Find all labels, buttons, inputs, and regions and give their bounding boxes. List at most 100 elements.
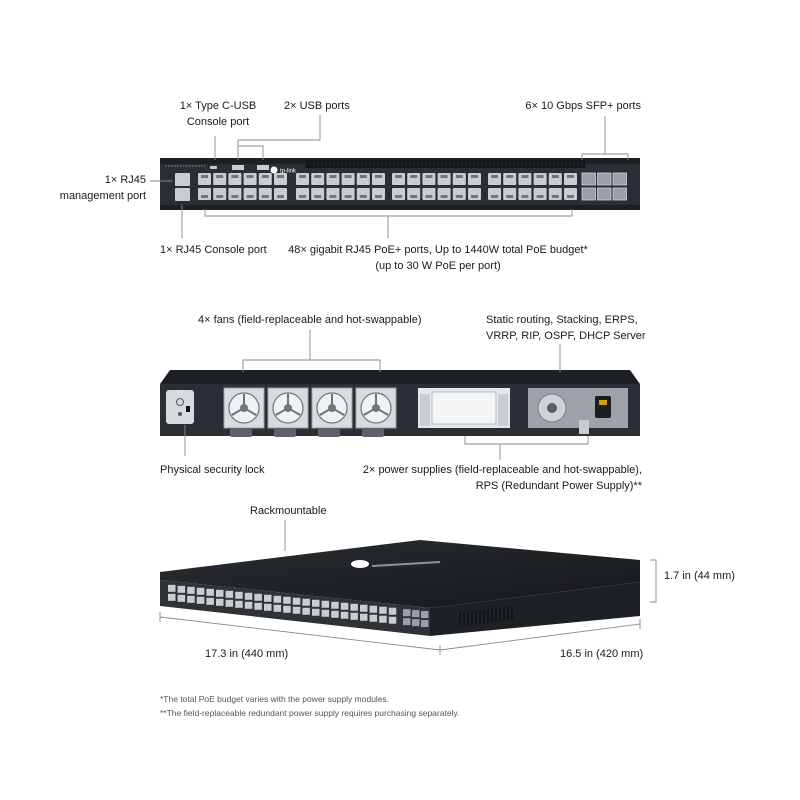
perspective-port-29 [302,598,310,606]
rj45-port-7 [243,173,257,185]
front-callout-lines [150,115,629,238]
rj45-console-port [175,188,190,201]
label-power-supplies: 2× power supplies (field-replaceable and… [362,464,642,492]
dimension-depth: 16.5 in (420 mm) [560,648,644,660]
fan-hub [372,404,380,412]
perspective-port-12 [216,598,224,606]
rj45-port-40 [503,188,517,200]
rj45-port-46 [548,188,562,200]
rj45-port-27 [407,173,421,185]
rj45-port-12 [274,188,287,200]
usb-port-1 [232,165,244,170]
fan-hub [328,404,336,412]
rj45-port-tab [329,195,337,198]
security-lock-slot [186,406,190,412]
rj45-port-2 [198,188,211,200]
perspective-port-3 [177,585,186,593]
rj45-port-tab [277,195,284,198]
perspective-port-6 [187,595,195,603]
label-rackmountable: Rackmountable [250,505,327,517]
rj45-port-20 [341,188,355,200]
rj45-port-tab [395,195,402,198]
perspective-port-5 [187,586,195,594]
perspective-port-4 [177,594,186,602]
rj45-port-tab [216,195,224,198]
rj45-port-26 [392,188,405,200]
rj45-port-4 [213,188,227,200]
rj45-port-14 [296,188,309,200]
perspective-port-16 [235,600,243,608]
rj45-port-29 [422,173,436,185]
usb-port-2 [257,165,269,170]
sfp-port-6 [612,187,627,201]
perspective-sfp-3 [412,610,420,618]
fan-handle [274,428,296,437]
rj45-port-37 [488,173,501,185]
rj45-port-tab [536,195,544,198]
rj45-port-tab [551,175,559,178]
footnote-poe-budget: *The total PoE budget varies with the po… [160,694,390,704]
rj45-port-tab [201,195,208,198]
power-supply-module [528,388,628,434]
rj45-port-tab [551,195,559,198]
perspective-port-11 [216,589,224,597]
rj45-port-tab [521,195,529,198]
logo-text: tp-link [280,169,297,175]
front-sfp-ports [581,172,627,201]
perspective-sfp-4 [412,619,420,627]
perspective-port-46 [379,615,387,623]
perspective-port-30 [302,607,310,615]
perspective-port-21 [264,594,272,602]
rj45-port-tab [410,175,418,178]
perspective-port-37 [340,602,349,610]
power-inlet [595,396,611,418]
front-logo: tp-link [270,166,297,175]
rj45-port-tab [455,195,463,198]
rj45-port-39 [503,173,517,185]
perspective-port-15 [235,591,243,599]
perspective-port-22 [264,603,272,611]
perspective-logo [351,560,441,568]
rj45-port-35 [468,173,481,185]
rj45-port-tab [425,175,433,178]
perspective-port-33 [321,600,330,608]
rj45-port-41 [518,173,532,185]
rj45-port-tab [375,175,382,178]
rj45-port-24 [372,188,385,200]
perspective-port-40 [350,612,358,620]
perspective-port-26 [283,605,291,613]
label-sfp-ports: 6× 10 Gbps SFP+ ports [525,100,641,112]
rj45-port-tab [299,195,306,198]
perspective-port-41 [360,604,368,612]
rj45-port-tab [471,195,478,198]
perspective-port-25 [283,596,291,604]
rj45-port-tab [277,175,284,178]
fan-hub [284,404,292,412]
rj45-port-44 [533,188,547,200]
rj45-port-36 [468,188,481,200]
perspective-port-34 [321,609,330,617]
perspective-port-23 [273,595,282,603]
rj45-port-6 [228,188,242,200]
perspective-side [430,582,640,636]
fan-handle [318,428,340,437]
rj45-port-31 [437,173,451,185]
rj45-port-tab [440,195,448,198]
rj45-port-tab [567,175,574,178]
rj45-port-48 [564,188,577,200]
sfp-port-3 [597,172,612,186]
rj45-port-tab [506,195,514,198]
fan-modules [223,387,397,437]
rj45-port-34 [452,188,466,200]
perspective-port-8 [196,596,205,604]
rj45-port-tab [299,175,306,178]
perspective-port-24 [273,604,282,612]
rj45-port-tab [425,195,433,198]
perspective-port-36 [331,610,339,618]
rj45-port-22 [356,188,370,200]
sfp-port-5 [612,172,627,186]
rj45-port-tab [246,195,254,198]
perspective-port-38 [340,611,349,619]
